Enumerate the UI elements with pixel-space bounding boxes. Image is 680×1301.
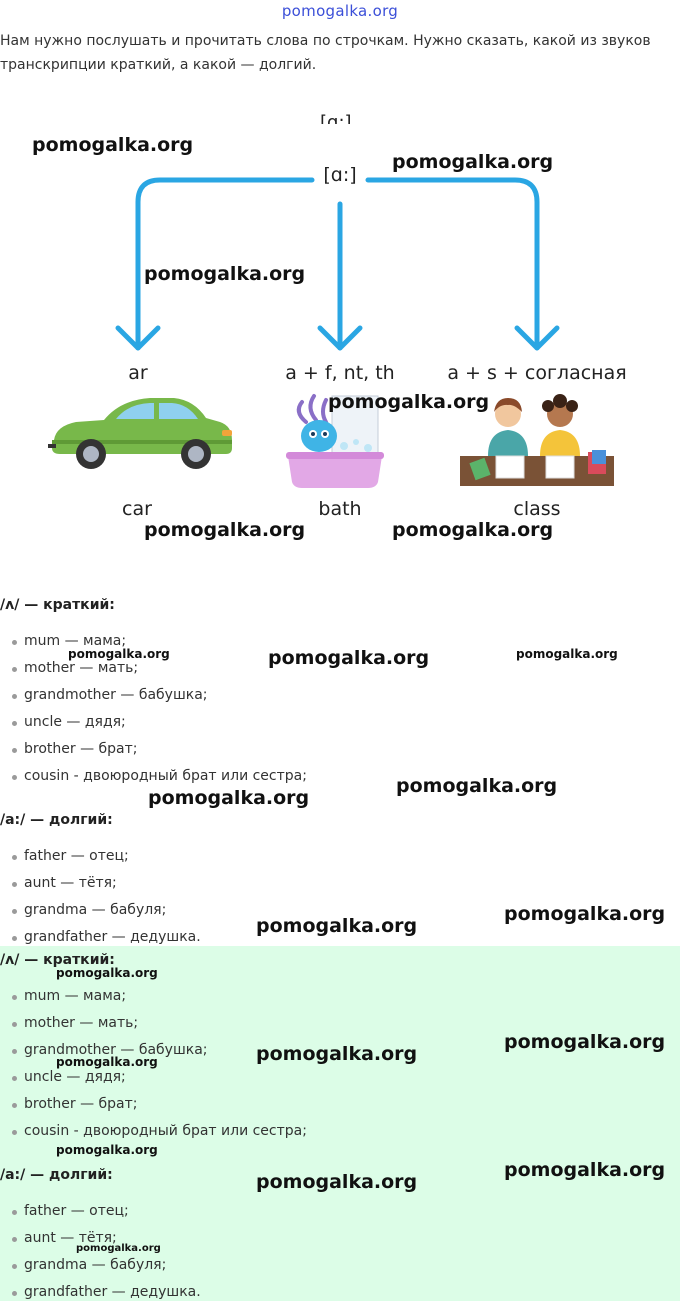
watermark: pomogalka.org — [256, 915, 418, 937]
long-sound-list: father — отец; aunt — тётя; grandma — ба… — [0, 843, 680, 951]
watermark: pomogalka.org — [148, 787, 310, 809]
word-bath: bath — [318, 498, 362, 520]
list-item: grandma — бабуля; — [0, 1252, 680, 1279]
list-item: brother — брат; — [0, 736, 680, 763]
watermark: pomogalka.org — [144, 519, 306, 541]
word-class: class — [513, 498, 561, 520]
list-item: aunt — тётя; — [0, 1225, 680, 1252]
list-item: grandfather — дедушка. — [0, 1279, 680, 1301]
list-item: grandmother — бабушка; — [0, 682, 680, 709]
list-item: father — отец; — [0, 1198, 680, 1225]
diagram-arrows — [115, 177, 560, 351]
list-item: cousin - двоюродный брат или сестра; — [0, 1118, 680, 1145]
answer-short-sound-list: mum — мама; mother — мать; grandmother —… — [0, 983, 680, 1145]
class-illustration — [460, 394, 614, 486]
list-item: uncle — дядя; — [0, 1064, 680, 1091]
watermark: pomogalka.org — [392, 151, 554, 173]
list-item: father — отец; — [0, 843, 680, 870]
watermark: pomogalka.org — [392, 519, 554, 541]
list-item: uncle — дядя; — [0, 709, 680, 736]
short-sound-list: mum — мама; mother — мать; grandmother —… — [0, 628, 680, 790]
list-item: grandmother — бабушка; — [0, 1037, 680, 1064]
answer-long-sound-list: father — отец; aunt — тётя; grandma — ба… — [0, 1198, 680, 1301]
answer-long-sound-section: /a:/ — долгий: — [0, 1165, 680, 1185]
diagram-sound-symbol: [ɑ:] — [323, 164, 357, 186]
site-title[interactable]: pomogalka.org — [281, 2, 399, 20]
long-sound-heading: /a:/ — долгий: — [0, 812, 113, 828]
watermark: pomogalka.org — [76, 1243, 161, 1254]
short-sound-heading: /ʌ/ — краткий: — [0, 597, 115, 613]
watermark: pomogalka.org — [56, 1055, 158, 1069]
watermark: pomogalka.org — [144, 263, 306, 285]
watermark: pomogalka.org — [256, 1171, 418, 1193]
long-sound-section: /a:/ — долгий: — [0, 810, 680, 830]
short-sound-section: /ʌ/ — краткий: — [0, 595, 680, 615]
watermark: pomogalka.org — [516, 647, 618, 661]
answer-long-sound-heading: /a:/ — долгий: — [0, 1167, 113, 1183]
watermark: pomogalka.org — [396, 775, 558, 797]
list-item: cousin - двоюродный брат или сестра; — [0, 763, 680, 790]
watermark: pomogalka.org — [68, 647, 170, 661]
watermark: pomogalka.org — [256, 1043, 418, 1065]
diagram-partial-symbol: [ɑ:] — [320, 114, 360, 124]
answer-short-sound-section: /ʌ/ — краткий: — [0, 950, 680, 970]
list-item: mum — мама; — [0, 983, 680, 1010]
answer-short-sound-heading: /ʌ/ — краткий: — [0, 952, 115, 968]
watermark: pomogalka.org — [32, 134, 194, 156]
list-item: grandfather — дедушка. — [0, 924, 680, 951]
bath-illustration — [286, 394, 384, 488]
list-item: mum — мама; — [0, 628, 680, 655]
answer-block — [0, 946, 680, 1301]
sound-diagram: [ɑ:] [ɑ:] ar a + f, nt, th a + s + согла… — [0, 100, 680, 540]
list-item: aunt — тётя; — [0, 870, 680, 897]
watermark: pomogalka.org — [328, 391, 490, 413]
rule-a-f-nt-th: a + f, nt, th — [285, 362, 395, 384]
watermark: pomogalka.org — [504, 903, 666, 925]
watermark: pomogalka.org — [504, 1159, 666, 1181]
rule-ar: ar — [128, 362, 148, 384]
rule-a-s-consonant: a + s + согласная — [447, 362, 627, 384]
task-intro: Нам нужно послушать и прочитать слова по… — [0, 33, 651, 73]
list-item: brother — брат; — [0, 1091, 680, 1118]
watermark: pomogalka.org — [56, 1143, 158, 1157]
car-illustration — [48, 398, 232, 469]
word-car: car — [122, 498, 152, 520]
list-item: mother — мать; — [0, 1010, 680, 1037]
list-item: grandma — бабуля; — [0, 897, 680, 924]
watermark: pomogalka.org — [268, 647, 430, 669]
list-item: mother — мать; — [0, 655, 680, 682]
watermark: pomogalka.org — [56, 966, 158, 980]
watermark: pomogalka.org — [504, 1031, 666, 1053]
